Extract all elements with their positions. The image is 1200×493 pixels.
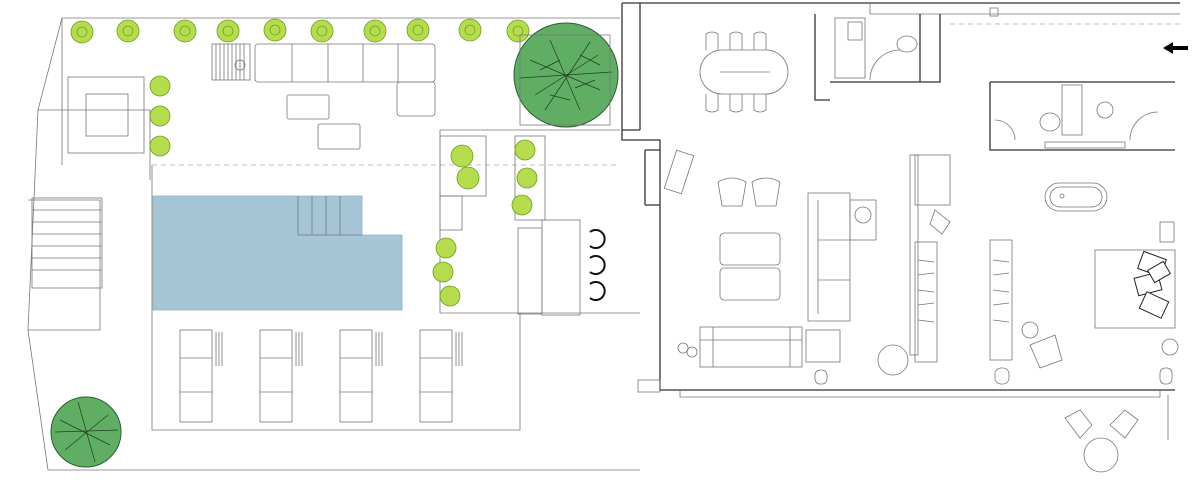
dining-table [699, 31, 789, 113]
sun-loungers [179, 329, 463, 423]
outdoor-bar [439, 195, 606, 316]
bathtub [1044, 182, 1108, 212]
outdoor-stairs [31, 197, 103, 289]
bed [1094, 221, 1176, 329]
wardrobes [914, 154, 1173, 385]
living-room-furniture [663, 149, 909, 385]
pool [152, 195, 403, 311]
planter-boxes [439, 135, 546, 221]
tree-large [513, 22, 619, 128]
deck-area [211, 43, 251, 81]
house-outline [621, 2, 1180, 398]
bedroom-furniture [1021, 321, 1179, 369]
outdoor-lounge [254, 43, 436, 150]
site-boundary [27, 17, 640, 471]
patio-set [1064, 395, 1169, 473]
hedge-shrubs [70, 18, 538, 307]
bathroom-fixtures [834, 17, 1159, 149]
arrow-left-icon [1163, 42, 1188, 54]
tree-small [50, 396, 122, 468]
interior-walls [644, 14, 1175, 361]
fire-pit [67, 76, 145, 154]
